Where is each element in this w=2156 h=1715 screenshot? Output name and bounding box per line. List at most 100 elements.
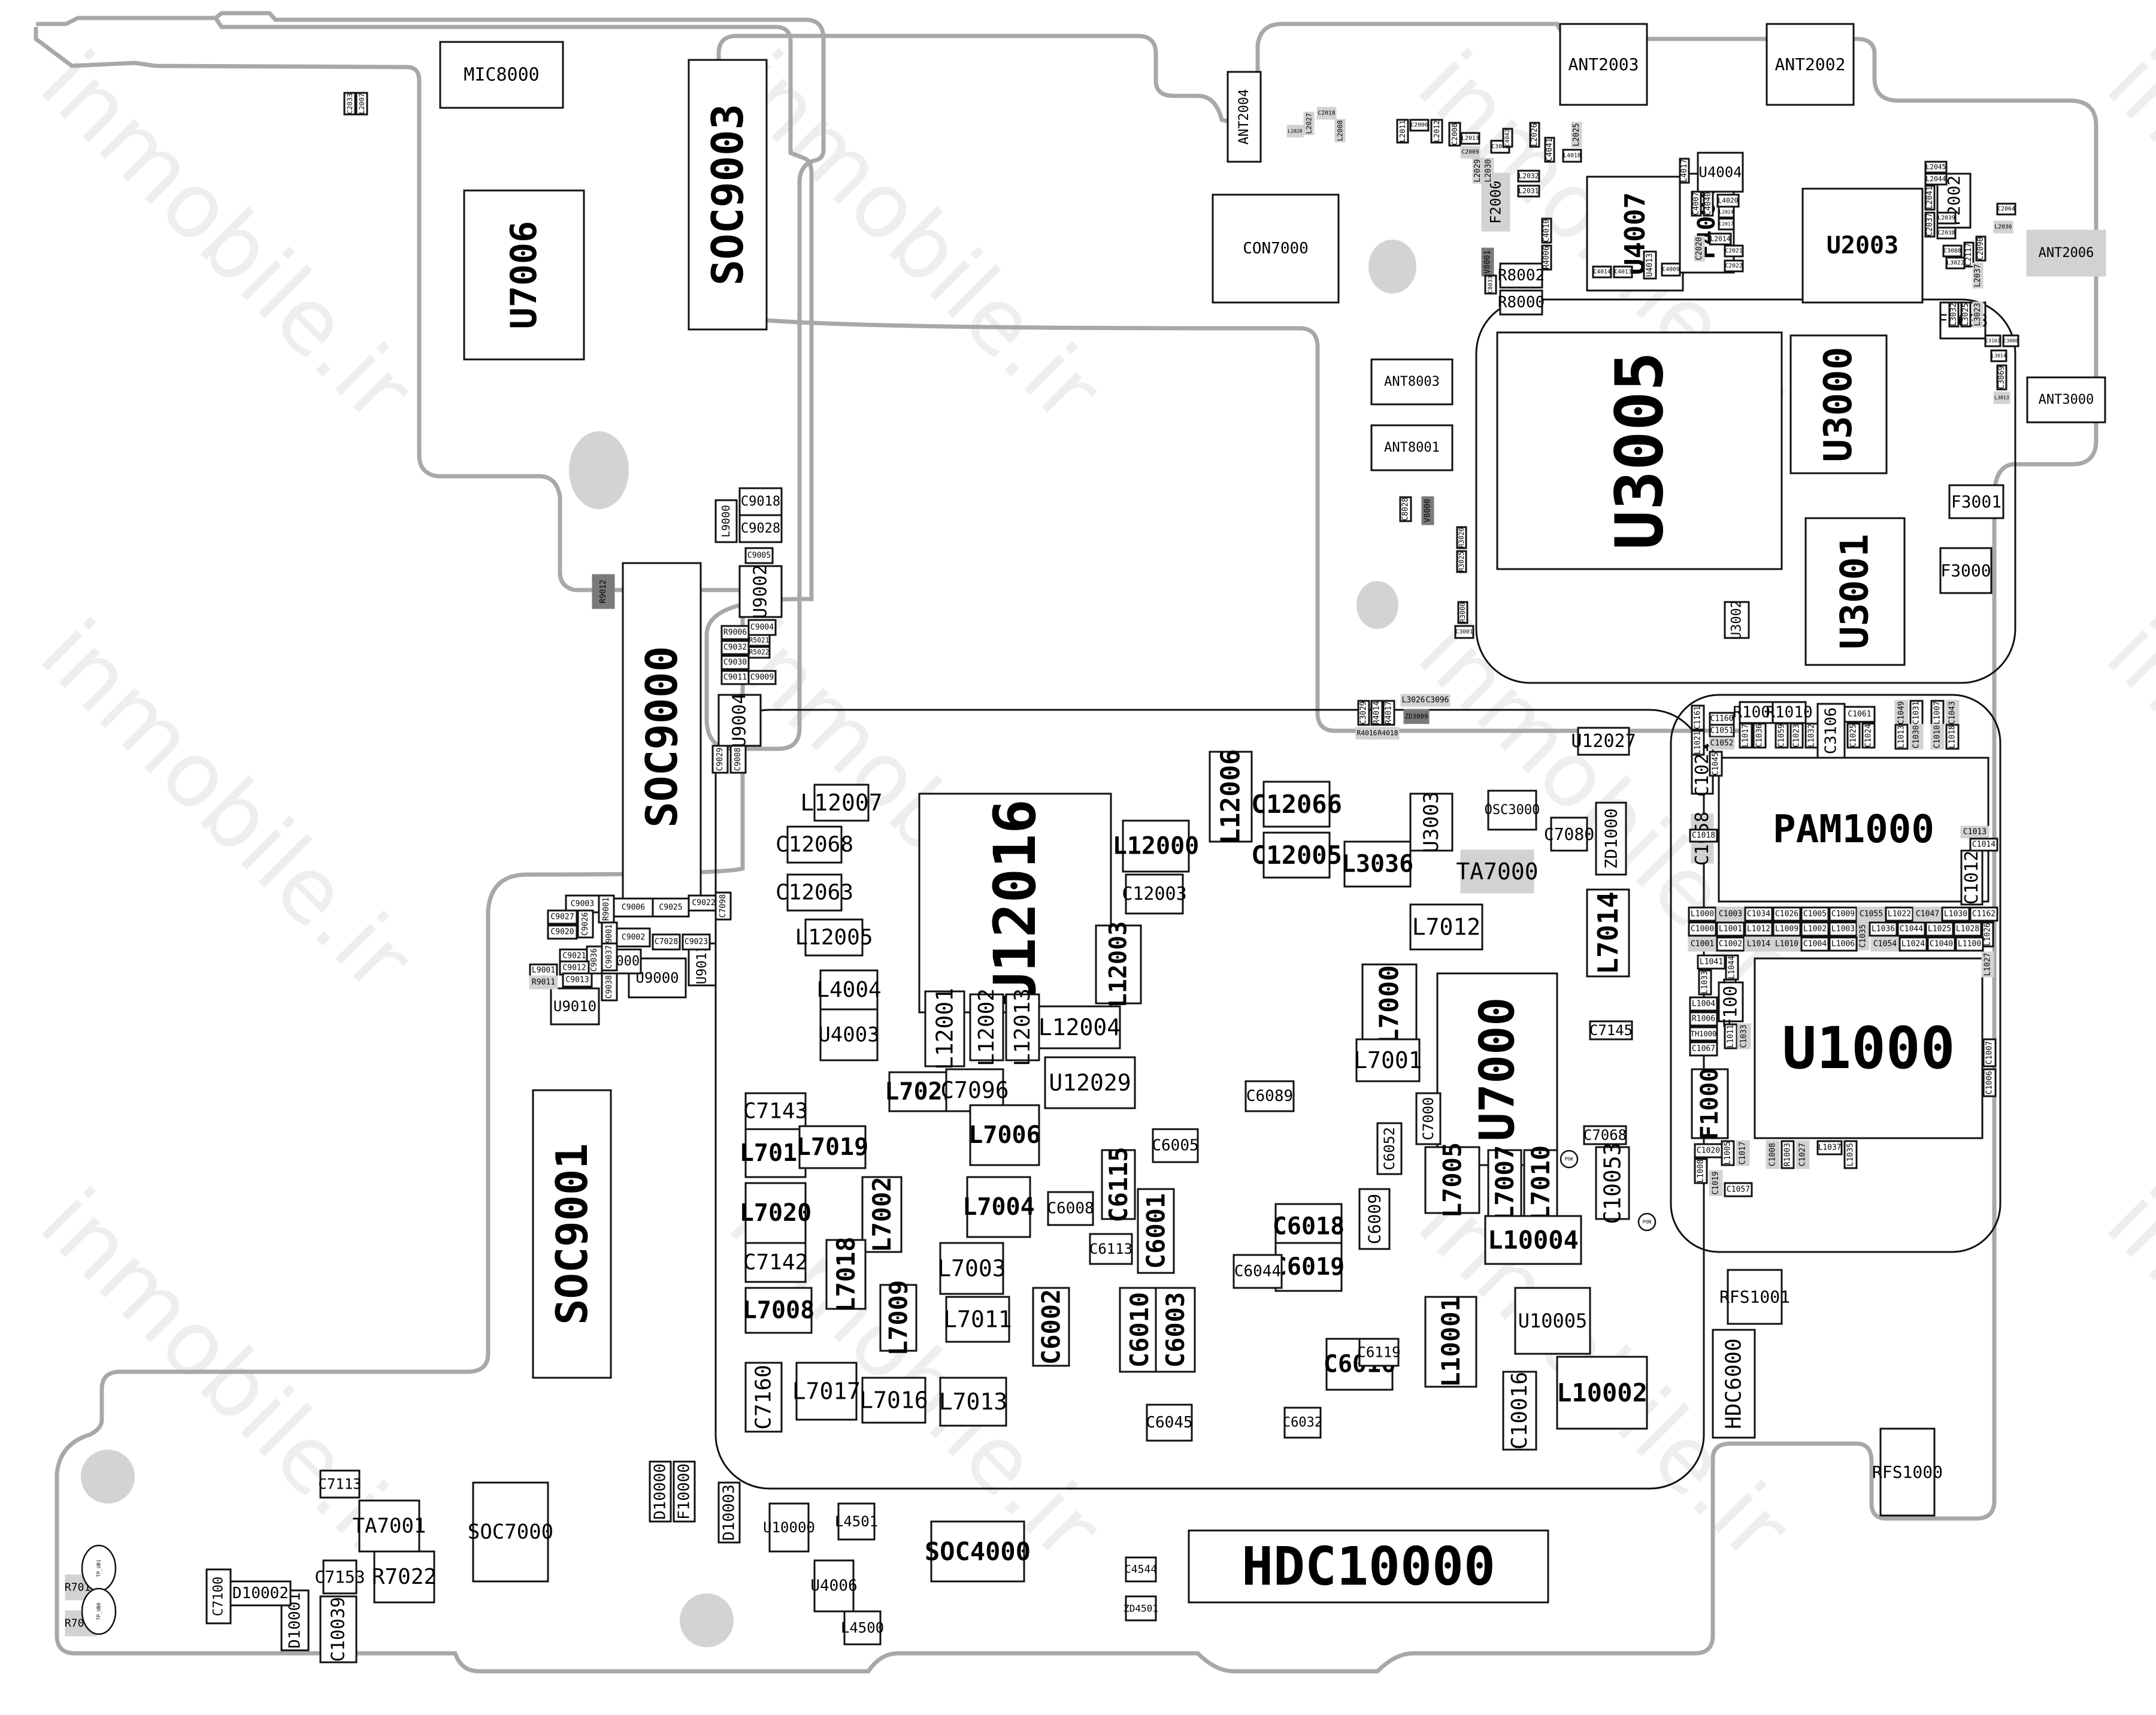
component-soc9003: SOC9003 — [688, 59, 768, 331]
component-hdc10000: HDC10000 — [1188, 1529, 1549, 1604]
component-l2032: L2032 — [1517, 170, 1540, 183]
component-u12029: U12029 — [1044, 1056, 1136, 1109]
component-body — [1709, 724, 1735, 738]
component-body — [720, 625, 750, 640]
component-label: C1054 — [1873, 940, 1897, 949]
component-label: U1000 — [1782, 1015, 1955, 1082]
component-body — [1828, 906, 1858, 922]
component-l1027: L1027 — [1981, 951, 1994, 978]
component-label: U4006 — [810, 1577, 857, 1595]
component-label: C1055 — [1860, 910, 1883, 919]
component-body — [1460, 146, 1480, 159]
mounting-hole — [1368, 240, 1416, 294]
component-body — [1694, 235, 1705, 262]
component-body — [1982, 1038, 1997, 1067]
component-label: L12000 — [1113, 833, 1200, 860]
component-c9006: C9006 — [613, 897, 654, 918]
component-l1002: L1002 — [1800, 921, 1830, 937]
component-u10000: U10000 — [763, 1502, 815, 1553]
component-l3014: L3014 — [1990, 349, 2007, 362]
component-c1013: C1013 — [1960, 825, 1990, 839]
component-body — [744, 1128, 807, 1178]
component-label: ZD1000 — [1601, 808, 1621, 869]
component-label: ANT8003 — [1384, 374, 1440, 389]
component-label: C6018 — [1273, 1213, 1345, 1241]
component-c9005: C9005 — [744, 547, 774, 564]
component-label: C6089 — [1246, 1087, 1293, 1105]
component-label: L1009 — [1775, 925, 1798, 934]
component-body — [711, 745, 729, 774]
component-c2017: C2017 — [1718, 217, 1735, 231]
component-l2025: L2025 — [1571, 122, 1582, 148]
component-label: C6045 — [1146, 1414, 1192, 1432]
component-c6045: C6045 — [1146, 1404, 1193, 1442]
component-c2064: C2064 — [1996, 202, 2016, 216]
component-label: L1025 — [1928, 925, 1951, 934]
component-body — [1969, 906, 1998, 922]
component-f1001: F1001 — [1718, 975, 1744, 1029]
component-label: C10053 — [1600, 1142, 1626, 1224]
test-point-tp_ub1: TP_UB1 — [81, 1544, 117, 1592]
component-label: TA7001 — [353, 1514, 426, 1538]
component-label: L7001 — [1353, 1047, 1422, 1073]
component-c7096: C7096 — [940, 1068, 1009, 1112]
component-l12007: L12007 — [800, 784, 883, 822]
component-label: L10001 — [1436, 1296, 1465, 1387]
component-body — [1709, 1170, 1723, 1196]
component-body — [1939, 547, 1993, 594]
component-body — [1689, 1026, 1718, 1042]
component-body — [1948, 301, 1960, 328]
component-r4018: R4018 — [1376, 727, 1400, 740]
component-label: L2013 — [1461, 135, 1479, 142]
component-label: C6003 — [1161, 1292, 1190, 1368]
component-c4544: C4544 — [1125, 1556, 1157, 1583]
component-l2037: L2037 — [1972, 262, 1984, 289]
component-c1059: C1059 — [1775, 722, 1789, 749]
component-r9012: R9012 — [592, 574, 615, 609]
component-c1044: C1044 — [1897, 921, 1926, 937]
component-label: C2006 — [1410, 122, 1428, 129]
component-l1009: L1009 — [1772, 921, 1801, 937]
component-c1049: C1049 — [1894, 700, 1909, 726]
component-body — [1909, 724, 1924, 750]
component-body — [1953, 921, 1982, 937]
component-label: C10016 — [1507, 1372, 1532, 1450]
component-body — [1316, 107, 1337, 120]
component-body — [682, 933, 711, 951]
component-body — [1712, 1329, 1756, 1439]
component-label: C7113 — [318, 1476, 361, 1493]
component-label: U9011 — [695, 945, 710, 984]
component-ta7001: TA7001 — [353, 1499, 426, 1553]
component-label: C1024 — [1864, 724, 1873, 747]
component-c12063: C12063 — [776, 873, 853, 912]
component-body — [1925, 921, 1954, 937]
component-c9022: C9022 — [688, 894, 720, 912]
test-point-label: POK — [1565, 1157, 1574, 1162]
component-body — [1936, 226, 1957, 240]
component-c3096: C3096 — [1424, 694, 1451, 707]
component-body — [1589, 1020, 1633, 1041]
component-body — [930, 1520, 1025, 1583]
component-label: L1012 — [1747, 925, 1770, 934]
component-body — [1936, 211, 1957, 225]
component-l7003: L7003 — [937, 1242, 1006, 1295]
component-c1061: C1061 — [1843, 706, 1876, 723]
component-r5021: R5021 — [747, 634, 771, 647]
component-label: C1019 — [1712, 1172, 1721, 1195]
component-c1043: C1043 — [1945, 700, 1960, 726]
component-body — [1334, 119, 1346, 143]
component-body — [1409, 903, 1483, 951]
component-body — [1152, 1128, 1199, 1163]
component-label: C1047 — [1916, 910, 1939, 919]
component-ant2004: ANT2004 — [1227, 71, 1262, 163]
component-label: C1003 — [1719, 910, 1742, 919]
component-l1010: L1010 — [1772, 936, 1801, 952]
component-c12068: C12068 — [776, 825, 853, 864]
component-c4040: C4040 — [1703, 190, 1714, 217]
component-label: L2026 — [1530, 123, 1539, 147]
component-c4010: C4010 — [1541, 217, 1552, 244]
component-body — [1155, 1287, 1196, 1373]
component-label: L2030 — [1484, 159, 1493, 183]
component-label: L7012 — [1412, 914, 1480, 940]
component-l7004: L7004 — [962, 1176, 1035, 1238]
